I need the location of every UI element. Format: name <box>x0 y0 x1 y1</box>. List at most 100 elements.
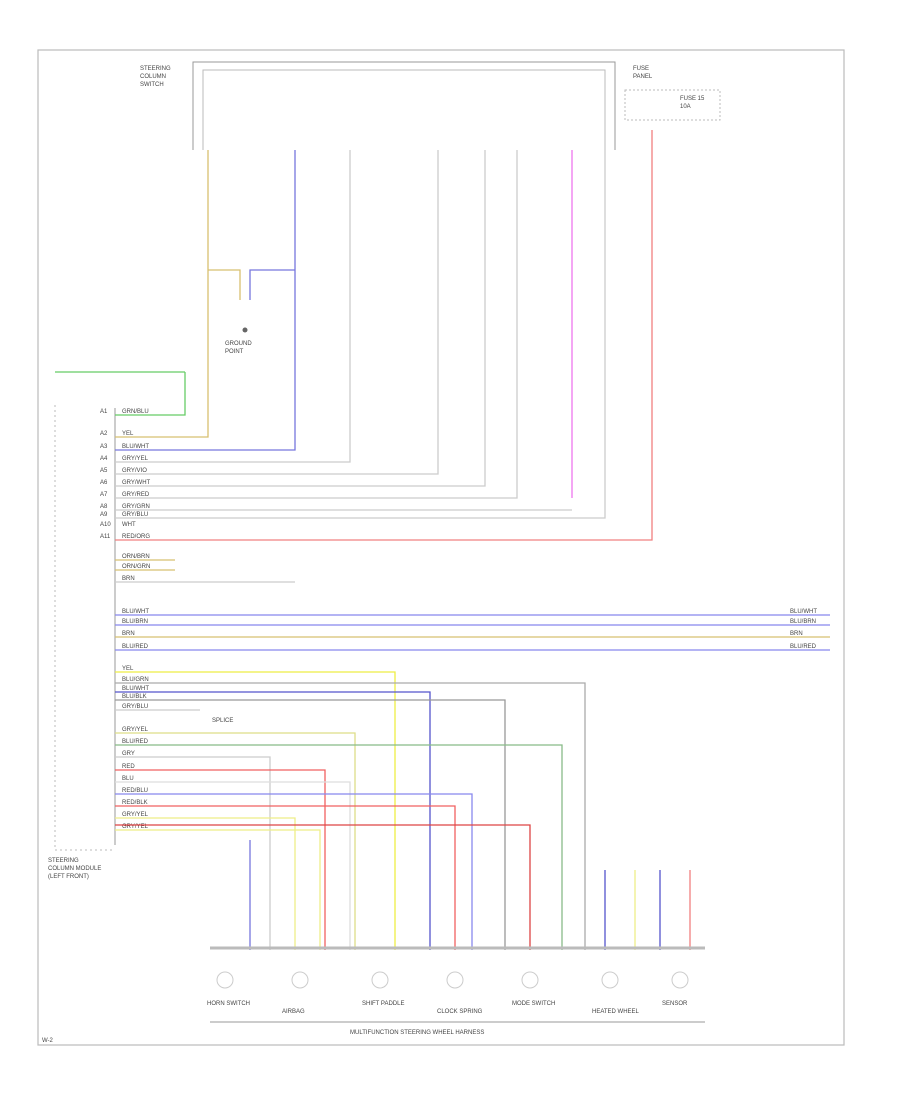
wire-top-0 <box>115 372 186 416</box>
wire-low-8 <box>115 769 326 950</box>
bottom-component-label: CLOCK SPRING <box>437 1009 483 1015</box>
fuse-note-1: FUSE 15 <box>680 96 705 102</box>
module-outline <box>54 405 115 851</box>
wire-label-low: BLU/RED <box>122 739 149 745</box>
bottom-component-label: SENSOR <box>662 1001 688 1007</box>
wire-label-top: RED/ORG <box>122 534 150 540</box>
component-symbol <box>521 971 539 989</box>
bus-label-right: BLU/BRN <box>790 619 816 625</box>
wire-label-low: YEL <box>122 666 134 672</box>
pin-label: A9 <box>100 512 108 518</box>
pin-label: A3 <box>100 444 108 450</box>
wire-top-8 <box>115 150 606 519</box>
wire-label-low: RED/BLK <box>122 800 148 806</box>
wire-label-low: RED/BLU <box>122 788 148 794</box>
bottom-component-label: HORN SWITCH <box>207 1001 250 1007</box>
component-symbol <box>291 971 309 989</box>
wire-label-low: RED <box>122 764 135 770</box>
wire-low-1 <box>115 682 586 950</box>
bus-label: BLU/RED <box>122 644 149 650</box>
wire-red-long <box>115 824 531 950</box>
wire-low-7 <box>115 756 271 950</box>
pin-label: A5 <box>100 468 108 474</box>
bottom-component-label: SHIFT PADDLE <box>362 1001 404 1007</box>
pin-label: A8 <box>100 504 108 510</box>
pin-label: A1 <box>100 409 108 415</box>
splice-label: SPLICE <box>212 718 233 724</box>
top-left-component-2: COLUMN <box>140 74 166 80</box>
diagram-frame <box>37 49 845 1046</box>
wire-low-2 <box>115 691 431 950</box>
ground-label-1: GROUND <box>225 341 252 347</box>
ground-branch <box>208 269 241 300</box>
wire-label-top: GRN/BLU <box>122 409 149 415</box>
bottom-title: MULTIFUNCTION STEERING WHEEL HARNESS <box>350 1030 484 1036</box>
component-symbol <box>216 971 234 989</box>
wire-top-5 <box>115 150 486 487</box>
wire-top-2 <box>115 150 296 451</box>
wire-label-top: GRY/VIO <box>122 468 147 474</box>
top-right-component-1: FUSE <box>633 66 649 72</box>
pin-label: A6 <box>100 480 108 486</box>
wire-label-low: BLU/WHT <box>122 686 149 692</box>
bottom-component-label: AIRBAG <box>282 1009 305 1015</box>
wire-label-low: GRY/YEL <box>122 812 149 818</box>
wire-label-low: GRY <box>122 751 135 757</box>
wire-label-top: BLU/WHT <box>122 444 149 450</box>
wire-label-top: GRY/YEL <box>122 456 149 462</box>
ground-point-icon <box>242 327 248 333</box>
wire-label-low: GRY/BLU <box>122 704 148 710</box>
left-module-3: (LEFT FRONT) <box>48 874 89 880</box>
bus-label-right: BLU/RED <box>790 644 817 650</box>
wire-low-12 <box>115 817 296 950</box>
wire-label-mid: ORN/BRN <box>122 554 150 560</box>
wire-label-low: BLU/GRN <box>122 677 149 683</box>
pin-label: A11 <box>100 534 111 540</box>
wire-top-6 <box>115 150 518 499</box>
wire-label-mid: BRN <box>122 576 135 582</box>
wire-low-6 <box>115 744 563 950</box>
top-left-component-1: STEERING <box>140 66 171 72</box>
bus-label: BLU/BRN <box>122 619 148 625</box>
wire-low-0 <box>115 671 396 950</box>
left-module-1: STEERING <box>48 858 79 864</box>
pin-label: A4 <box>100 456 108 462</box>
switch-box-outer <box>192 61 616 150</box>
component-symbol <box>371 971 389 989</box>
pin-label: A10 <box>100 522 111 528</box>
wire-label-top: GRY/RED <box>122 492 150 498</box>
fuse-note-2: 10A <box>680 104 691 110</box>
fuse-box <box>624 89 721 121</box>
wire-label-low: BLU/BLK <box>122 694 147 700</box>
wire-label-mid: ORN/GRN <box>122 564 150 570</box>
wire-low-5 <box>115 732 356 950</box>
wire-label-low: BLU <box>122 776 134 782</box>
left-module-2: COLUMN MODULE <box>48 866 101 872</box>
top-right-component-2: PANEL <box>633 74 653 80</box>
wire-label-low: GRY/YEL <box>122 824 149 830</box>
ground-branch-blue <box>249 269 295 300</box>
page-label: W-2 <box>42 1038 54 1044</box>
wire-top-4 <box>115 150 439 475</box>
bus-label-right: BLU/WHT <box>790 609 817 615</box>
wire-label-top: WHT <box>122 522 136 528</box>
bus-label-right: BRN <box>790 631 803 637</box>
top-left-component-3: SWITCH <box>140 82 164 88</box>
component-symbol <box>601 971 619 989</box>
wire-low-11 <box>115 805 456 950</box>
bottom-component-label: MODE SWITCH <box>512 1001 555 1007</box>
wire-low-9 <box>115 781 351 950</box>
component-symbol <box>446 971 464 989</box>
component-symbol <box>671 971 689 989</box>
bottom-component-label: HEATED WHEEL <box>592 1009 640 1015</box>
wire-label-low: GRY/YEL <box>122 727 149 733</box>
pin-label: A7 <box>100 492 108 498</box>
wire-label-top: GRY/WHT <box>122 480 151 486</box>
wire-top-1 <box>115 150 209 438</box>
pin-label: A2 <box>100 431 108 437</box>
wire-top-10 <box>115 130 653 541</box>
wire-label-top: GRY/GRN <box>122 504 150 510</box>
ground-label-2: POINT <box>225 349 244 355</box>
